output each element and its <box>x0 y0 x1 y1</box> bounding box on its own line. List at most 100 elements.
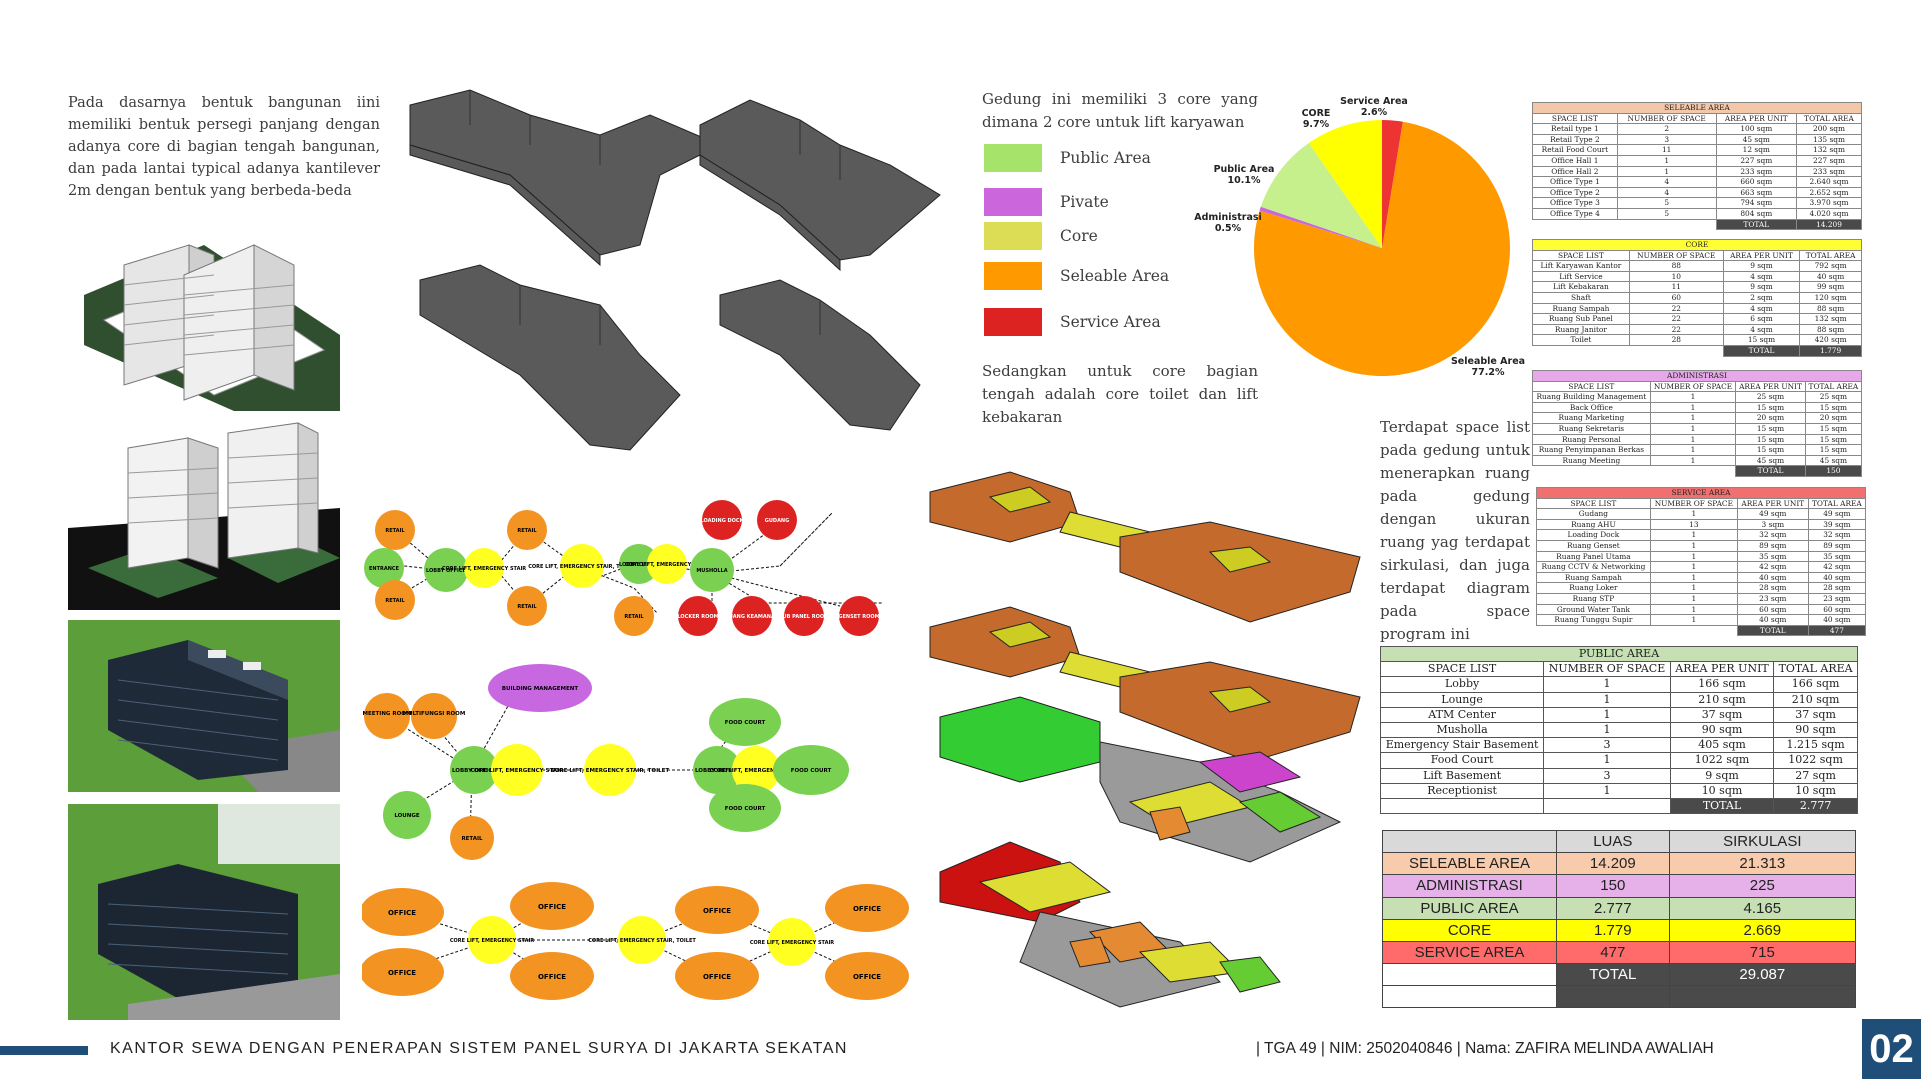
table-cell: 22 <box>1628 313 1724 325</box>
header-cell: NUMBER OF SPACE <box>1649 380 1737 393</box>
table-cell: Ruang Sampah <box>1532 302 1630 315</box>
table-cell: Ruang Building Management <box>1532 391 1651 403</box>
svg-text:GUDANG: GUDANG <box>765 518 789 524</box>
table-cell: 20 sqm <box>1735 412 1806 424</box>
table-cell: 28 sqm <box>1736 582 1809 594</box>
svg-text:OFFICE: OFFICE <box>853 973 881 981</box>
table-cell: 660 sqm <box>1715 176 1798 188</box>
header-cell: TOTAL AREA <box>1773 661 1858 678</box>
table-title: CORE <box>1532 239 1862 251</box>
total-value: 477 <box>1807 624 1867 637</box>
table-cell: 4 sqm <box>1722 270 1801 283</box>
table-cell: 15 sqm <box>1735 433 1806 446</box>
summary-cell: 1.779 <box>1556 918 1670 943</box>
table-cell: 10 sqm <box>1669 782 1775 800</box>
table-cell: 5 <box>1616 207 1717 220</box>
table-cell: Ruang Penyimpanan Berkas <box>1532 444 1651 456</box>
svg-text:CORE LIFT, EMERGENCY STAIR, TO: CORE LIFT, EMERGENCY STAIR, TOILET <box>551 768 670 774</box>
table-cell: 3 <box>1543 737 1671 754</box>
table-cell: 132 sqm <box>1796 144 1862 156</box>
table-cell: 15 sqm <box>1804 433 1863 446</box>
svg-text:LOBBY OFFICE: LOBBY OFFICE <box>452 768 496 774</box>
table-cell: 3 sqm <box>1736 518 1809 531</box>
svg-text:RETAIL: RETAIL <box>517 528 537 534</box>
table-cell: Emergency Stair Basement <box>1379 737 1545 754</box>
svg-text:CORE LIFT, EMERGENCY STAIR: CORE LIFT, EMERGENCY STAIR <box>750 940 834 946</box>
page-number: 02 <box>1862 1019 1921 1079</box>
table-cell: Back Office <box>1532 401 1651 414</box>
summary-header: LUAS SIRKULASI <box>1382 829 1857 854</box>
header-cell: TOTAL AREA <box>1807 497 1867 510</box>
table-cell: 1 <box>1649 614 1738 626</box>
table-header-row: SPACE LIST NUMBER OF SPACE AREA PER UNIT… <box>1532 249 1862 262</box>
table-cell: 9 sqm <box>1722 281 1801 293</box>
administrasi-table: ADMINISTRASI SPACE LIST NUMBER OF SPACE … <box>1532 370 1863 477</box>
summary-cell: ADMINISTRASI <box>1382 874 1557 898</box>
area-pie-chart <box>1254 120 1510 376</box>
summary-cell: SERVICE AREA <box>1382 941 1557 965</box>
legend-item-private: Pivate <box>984 188 1224 216</box>
legend-label: Pivate <box>1060 193 1109 211</box>
table-cell: 12 sqm <box>1715 144 1798 156</box>
summary-cell: 225 <box>1668 874 1857 898</box>
table-cell: 794 sqm <box>1715 197 1798 209</box>
summary-cell: 14.209 <box>1556 852 1670 876</box>
header-cell: SPACE LIST <box>1532 249 1630 262</box>
svg-text:BUILDING MANAGEMENT: BUILDING MANAGEMENT <box>502 686 579 692</box>
header-cell: SPACE LIST <box>1379 661 1545 678</box>
header-cell: AREA PER UNIT <box>1669 661 1775 678</box>
table-cell: Ruang Genset <box>1536 539 1651 552</box>
table-title: SELEABLE AREA <box>1532 102 1862 114</box>
table-cell: 4 <box>1616 186 1717 199</box>
table-cell: 1 <box>1543 782 1671 800</box>
table-cell: 1 <box>1649 391 1737 403</box>
legend-label: Seleable Area <box>1060 267 1170 285</box>
table-cell: 405 sqm <box>1669 737 1775 754</box>
header-cell: AREA PER UNIT <box>1715 112 1798 125</box>
table-cell: 200 sqm <box>1796 123 1862 135</box>
table-cell: 210 sqm <box>1773 691 1858 708</box>
legend-label: Public Area <box>1060 149 1151 167</box>
table-cell: 28 <box>1628 334 1724 346</box>
table-cell: Ruang Marketing <box>1532 412 1651 424</box>
table-cell: Musholla <box>1379 722 1545 739</box>
render-white-1 <box>84 225 340 411</box>
table-cell: Ruang Loker <box>1536 582 1651 594</box>
table-cell: 40 sqm <box>1807 571 1867 584</box>
table-cell: 13 <box>1649 518 1738 531</box>
table-cell: 27 sqm <box>1773 767 1858 784</box>
header-cell: LUAS <box>1556 829 1670 854</box>
render-white-2 <box>68 418 340 610</box>
massing-diagrams <box>400 85 960 455</box>
svg-text:CORE LIFT, EMERGENCY STAIR, TO: CORE LIFT, EMERGENCY STAIR, TOILET <box>528 564 636 570</box>
svg-text:SUB PANEL ROOM: SUB PANEL ROOM <box>779 614 829 620</box>
footer-accent-bar <box>0 1046 88 1055</box>
table-cell: 3.970 sqm <box>1796 197 1862 209</box>
pie-slice <box>1260 143 1382 248</box>
summary-cell: CORE <box>1382 918 1557 943</box>
table-cell: 1 <box>1649 412 1737 424</box>
total-label: TOTAL <box>1556 963 1670 987</box>
table-cell: 15 sqm <box>1735 444 1806 456</box>
table-title: PUBLIC AREA <box>1380 645 1858 663</box>
legend-swatch <box>984 188 1042 216</box>
table-cell: Toilet <box>1532 334 1630 346</box>
table-cell: 132 sqm <box>1799 313 1862 325</box>
total-value: 1.779 <box>1799 344 1862 357</box>
summary-cell: 2.669 <box>1668 918 1857 943</box>
table-cell: 1.215 sqm <box>1773 737 1858 754</box>
svg-text:GENSET ROOM: GENSET ROOM <box>838 614 879 620</box>
